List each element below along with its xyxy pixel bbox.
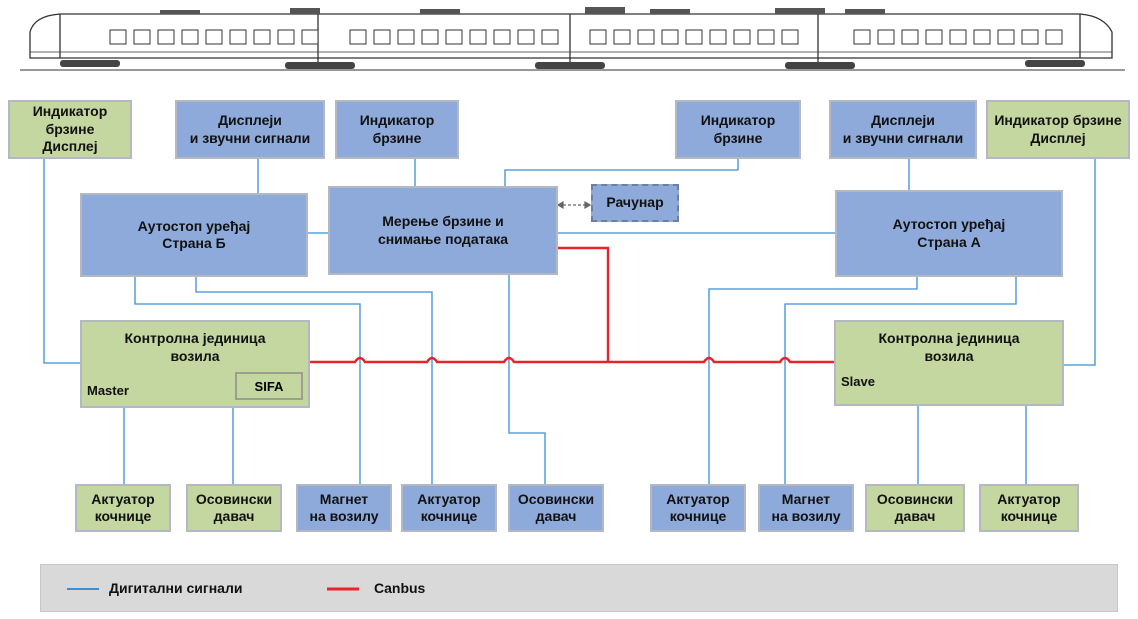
train-window — [541, 29, 559, 45]
train-window — [445, 29, 463, 45]
control-unit-slave-title: Контролна јединица возила — [878, 330, 1020, 364]
train-window — [685, 29, 703, 45]
axle-sensor-1: Осовински давач — [186, 484, 282, 532]
legend-digital-label: Дигитални сигнали — [109, 580, 243, 596]
speed-measuring-recording: Мерење брзине и снимање података — [328, 186, 558, 275]
train-window — [469, 29, 487, 45]
train-window — [589, 29, 607, 45]
brake-actuator-4: Актуатор кочнице — [979, 484, 1079, 532]
autostop-side-b: Аутостоп уређај Страна Б — [80, 193, 308, 277]
legend: Дигитални сигнали Canbus — [40, 564, 1118, 612]
speed-indicator-left: Индикатор брзине — [335, 100, 459, 159]
train-window — [853, 29, 871, 45]
sifa-box: SIFA — [235, 372, 303, 400]
brake-actuator-1: Актуатор кочнице — [75, 484, 171, 532]
brake-actuator-2: Актуатор кочнице — [401, 484, 497, 532]
train-window — [301, 29, 319, 45]
train-window — [661, 29, 679, 45]
train-window — [709, 29, 727, 45]
computer-link — [556, 200, 592, 210]
train-window — [253, 29, 271, 45]
train-window — [1021, 29, 1039, 45]
vehicle-magnet-2: Магнет на возилу — [758, 484, 854, 532]
train-window — [733, 29, 751, 45]
displays-sounds-left: Дисплеји и звучни сигнали — [175, 100, 325, 159]
train-window — [349, 29, 367, 45]
train-window — [373, 29, 391, 45]
axle-sensor-3: Осовински давач — [865, 484, 965, 532]
train-window — [757, 29, 775, 45]
train-window — [517, 29, 535, 45]
train-illustration — [20, 7, 1125, 71]
train-window — [133, 29, 151, 45]
autostop-side-a: Аутостоп уређај Страна А — [835, 190, 1063, 277]
train-window — [229, 29, 247, 45]
train-window — [493, 29, 511, 45]
train-window — [277, 29, 295, 45]
brake-actuator-3: Актуатор кочнице — [650, 484, 746, 532]
train-window — [973, 29, 991, 45]
train-window — [901, 29, 919, 45]
legend-canbus-label: Canbus — [374, 580, 426, 596]
train-window — [157, 29, 175, 45]
speed-indicator-right: Индикатор брзине — [675, 100, 801, 159]
canbus-lines — [308, 246, 836, 364]
train-window — [613, 29, 631, 45]
speed-display-right: Индикатор брзине Дисплеј — [986, 100, 1130, 159]
train-window — [421, 29, 439, 45]
train-window — [949, 29, 967, 45]
axle-sensor-2: Осовински давач — [508, 484, 604, 532]
train-window — [397, 29, 415, 45]
train-window — [781, 29, 799, 45]
computer-box: Рачунар — [591, 184, 679, 222]
digital-signal-swatch — [67, 588, 99, 590]
train-window — [877, 29, 895, 45]
train-window — [109, 29, 127, 45]
train-window — [925, 29, 943, 45]
canbus-swatch — [327, 587, 359, 591]
slave-label: Slave — [841, 374, 875, 389]
train-window — [1045, 29, 1063, 45]
control-unit-slave: Контролна јединица возила — [834, 320, 1064, 406]
control-unit-master-title: Контролна јединица возила — [124, 330, 266, 364]
train-window — [205, 29, 223, 45]
speed-display-left: Индикатор брзине Дисплеј — [8, 100, 132, 159]
train-window — [181, 29, 199, 45]
train-window — [997, 29, 1015, 45]
digital-signal-lines — [43, 159, 1096, 484]
vehicle-magnet-1: Магнет на возилу — [296, 484, 392, 532]
train-window — [637, 29, 655, 45]
displays-sounds-right: Дисплеји и звучни сигнали — [829, 100, 977, 159]
master-label: Master — [87, 383, 129, 398]
